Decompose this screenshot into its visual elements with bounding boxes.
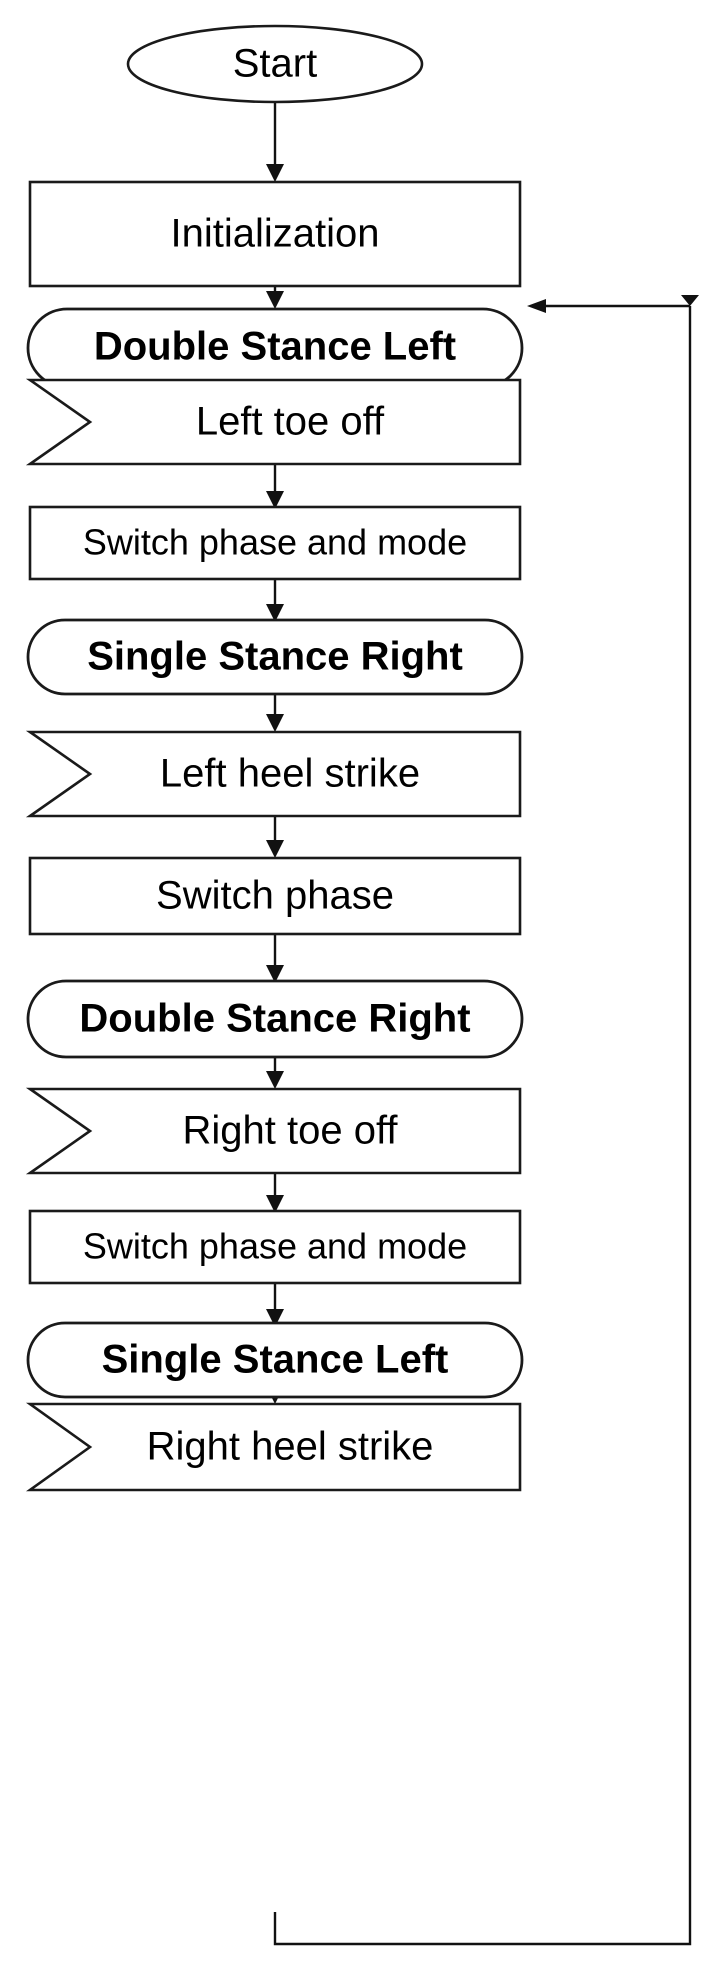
- edge-switch-phase-to-double-stance-right: [266, 930, 284, 983]
- node-single-stance-right[interactable]: Single Stance Right: [26, 618, 524, 696]
- node-double-stance-left-label: Double Stance Left: [94, 325, 456, 369]
- node-switch-phase-mode-2-label: Switch phase and mode: [83, 1226, 467, 1267]
- node-right-heel-strike-label: Right heel strike: [147, 1425, 434, 1469]
- node-single-stance-left-label: Single Stance Left: [102, 1338, 449, 1382]
- node-right-toe-off[interactable]: Right toe off: [25, 1087, 522, 1175]
- node-single-stance-left[interactable]: Single Stance Left: [26, 1321, 524, 1399]
- node-left-heel-strike-label: Left heel strike: [160, 752, 420, 796]
- node-switch-phase-mode-1[interactable]: Switch phase and mode: [28, 505, 522, 581]
- node-right-toe-off-label: Right toe off: [183, 1109, 399, 1153]
- node-left-toe-off-label: Left toe off: [196, 400, 385, 444]
- node-switch-phase-mode-1-label: Switch phase and mode: [83, 522, 467, 563]
- node-switch-phase-label: Switch phase: [156, 874, 394, 918]
- node-start[interactable]: Start: [126, 24, 424, 104]
- edge-start-to-initialization: [266, 101, 284, 182]
- node-single-stance-right-label: Single Stance Right: [87, 635, 463, 679]
- edge-right-toe-off-to-switch-phase-mode-2: [266, 1169, 284, 1213]
- node-double-stance-right[interactable]: Double Stance Right: [26, 979, 524, 1059]
- node-right-heel-strike[interactable]: Right heel strike: [25, 1402, 522, 1492]
- edge-switch-phase-mode-1-to-single-stance-right: [266, 577, 284, 622]
- node-left-toe-off[interactable]: Left toe off: [25, 378, 522, 466]
- edge-initialization-to-double-stance-left: [266, 287, 284, 309]
- node-initialization-label: Initialization: [170, 212, 379, 256]
- edge-left-heel-strike-to-switch-phase: [266, 812, 284, 858]
- node-start-label: Start: [233, 42, 317, 86]
- edge-left-toe-off-to-switch-phase-mode-1: [266, 460, 284, 509]
- edge-switch-phase-mode-2-to-single-stance-left: [266, 1281, 284, 1327]
- node-left-heel-strike[interactable]: Left heel strike: [25, 730, 522, 818]
- node-switch-phase-mode-2[interactable]: Switch phase and mode: [28, 1209, 522, 1285]
- node-initialization[interactable]: Initialization: [28, 180, 522, 288]
- edge-right-heel-strike-to-double-stance-left: [273, 295, 699, 1946]
- node-double-stance-right-label: Double Stance Right: [79, 997, 470, 1041]
- node-switch-phase[interactable]: Switch phase: [28, 856, 522, 936]
- node-double-stance-left[interactable]: Double Stance Left: [26, 307, 524, 389]
